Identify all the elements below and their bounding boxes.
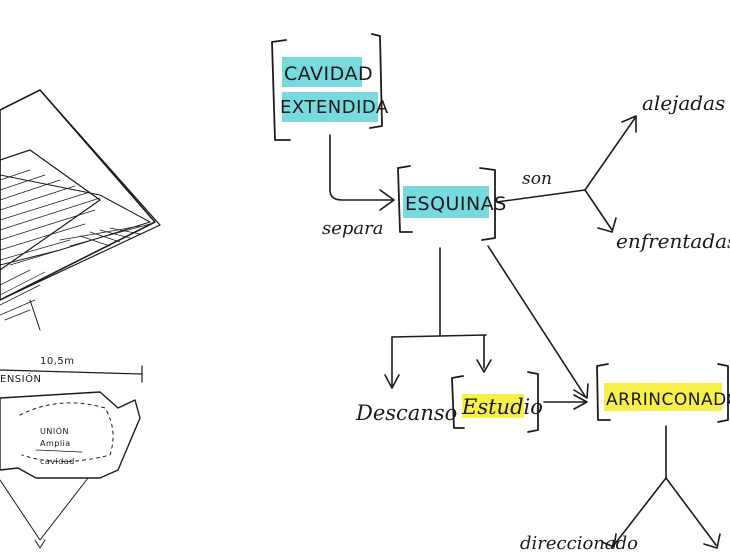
label-alejadas: alejadas [642, 91, 725, 115]
label-enfrentadas: enfrentadas [616, 229, 730, 253]
edge-cavidad-esquinas: separa [322, 134, 395, 239]
edge-estudio-arrinconado [543, 394, 588, 410]
arrinconado-label: ARRINCONADO [606, 390, 730, 410]
concept-map: CAVIDAD EXTENDIDA separa ESQUINAS son al… [271, 33, 730, 552]
plan-note-line-2: Amplia [40, 439, 71, 448]
dimension-value: 10,5m [40, 356, 75, 367]
node-arrinconado: ARRINCONADO [596, 363, 730, 423]
edge-son-branch: son alejadas enfrentadas [496, 91, 730, 253]
esquinas-label: ESQUINAS [405, 193, 507, 215]
edge-label-son: son [522, 169, 552, 189]
plan-note-line-1: UNIÓN [40, 425, 69, 436]
architecture-sketch: 10,5m ENSIÓN UNIÓN Amplia cavidad [0, 89, 161, 549]
label-descanso: Descanso [355, 401, 457, 425]
edge-label-separa: separa [322, 218, 383, 239]
edge-esquinas-down [384, 247, 492, 389]
node-cavidad-extendida: CAVIDAD EXTENDIDA [271, 33, 389, 141]
dimension-caption: ENSIÓN [0, 372, 41, 385]
cavidad-line-2: EXTENDIDA [280, 97, 389, 118]
node-estudio: Estudio [451, 371, 543, 433]
cavidad-line-1: CAVIDAD [284, 63, 373, 85]
dimension-line: 10,5m ENSIÓN [0, 356, 143, 385]
node-esquinas: ESQUINAS [397, 165, 507, 241]
plan-drawing: UNIÓN Amplia cavidad [0, 391, 141, 549]
estudio-label: Estudio [461, 395, 543, 419]
edge-esquinas-arrinconado [487, 245, 589, 399]
perspective-drawing [0, 89, 161, 331]
label-direccionado: direccionado [520, 533, 638, 552]
edge-arrinconado-down: direccionado [520, 425, 721, 552]
plan-note-line-3: cavidad [40, 457, 75, 466]
